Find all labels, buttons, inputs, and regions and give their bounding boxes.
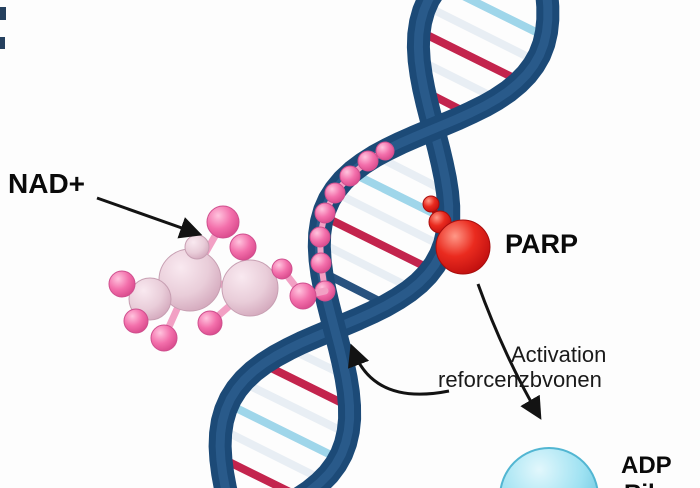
label-activation-line1: Activation [511,342,606,367]
dna-strand-back-highlight [215,0,454,488]
nad-arrow [96,196,203,239]
label-nad: NAD+ [8,168,85,199]
activation-arrow [476,283,542,420]
adp-ribose-sphere [499,447,599,488]
nad-molecule [108,205,329,352]
curved-dna-arrow [348,343,450,396]
label-adp: ADP [621,452,672,479]
label-activation-line2: reforcenzbvonen [438,367,602,392]
label-parp: PARP [505,229,578,259]
par-bead-chain [300,141,395,302]
arrows [96,196,542,420]
edge-artifact [0,37,5,49]
parp-protein [422,195,491,275]
label-adp-line2: Ribose [624,480,700,488]
edge-artifact [0,7,6,20]
